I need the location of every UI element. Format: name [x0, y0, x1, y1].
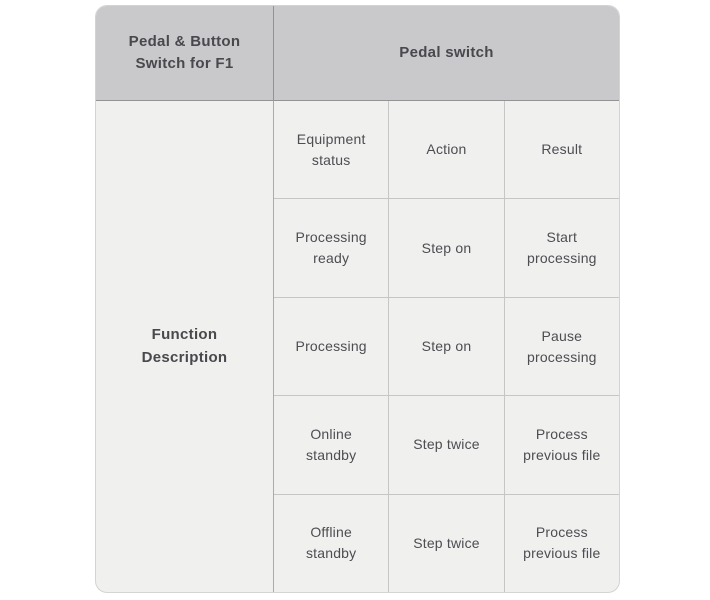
- cell-equipment-status: Online standby: [274, 396, 390, 494]
- column-header-action: Action: [389, 101, 505, 199]
- table-row: Offline standby Step twice Process previ…: [274, 494, 619, 592]
- cell-action: Step twice: [389, 494, 505, 592]
- cell-result: Process previous file: [523, 524, 601, 562]
- corner-header-cell: Pedal & Button Switch for F1: [96, 6, 274, 100]
- group-header-cell: Pedal switch: [399, 43, 494, 61]
- table-header-row: Pedal & Button Switch for F1 Pedal switc…: [96, 6, 619, 101]
- table-body: Function Description Equipment status Ac…: [96, 101, 619, 592]
- table-row: Online standby Step twice Process previo…: [274, 396, 619, 495]
- cell-action: Step on: [389, 297, 505, 396]
- cell-result: Pause processing: [526, 327, 597, 365]
- pedal-switch-table: Pedal & Button Switch for F1 Pedal switc…: [95, 5, 620, 593]
- cell-result: Process previous file: [523, 425, 601, 463]
- cell-equipment-status: Processing: [274, 297, 390, 396]
- cell-action: Step twice: [389, 396, 505, 494]
- column-header-equipment-status: Equipment status: [274, 101, 390, 199]
- inner-grid: Equipment status Action Result Processin…: [274, 101, 619, 592]
- table-row: Processing Step on Pause processing: [274, 297, 619, 397]
- column-header-result: Result: [541, 141, 583, 158]
- cell-action: Step on: [389, 199, 505, 297]
- cell-equipment-status: Offline standby: [274, 494, 390, 592]
- table-row: Processing ready Step on Start processin…: [274, 199, 619, 298]
- column-header-row: Equipment status Action Result: [274, 101, 619, 200]
- cell-result: Start processing: [526, 229, 597, 267]
- cell-equipment-status: Processing ready: [274, 199, 390, 297]
- row-header-cell: Function Description: [96, 101, 274, 592]
